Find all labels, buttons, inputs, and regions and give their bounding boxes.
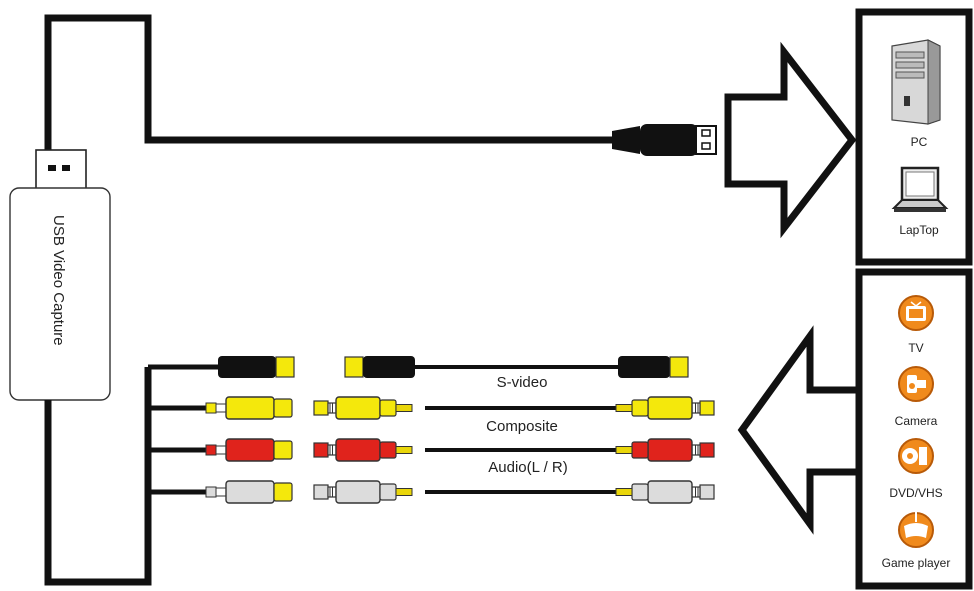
laptop-label: LapTop [899, 223, 939, 237]
device-svideo-plug [218, 356, 295, 378]
audio-label: Audio(L / R) [488, 459, 567, 476]
audio-white-cable [313, 480, 715, 504]
dvd-label: DVD/VHS [889, 486, 942, 500]
device-red-plug [205, 438, 293, 462]
svideo-cable [344, 356, 689, 378]
av-cable-bundle [44, 364, 225, 586]
sources-panel: TV Camera DVD/VHS Game player [855, 268, 973, 590]
dvd-icon [898, 438, 934, 474]
camera-label: Camera [895, 414, 938, 428]
svideo-label: S-video [497, 374, 548, 391]
camera-icon [898, 366, 934, 402]
usb-plug [612, 124, 717, 156]
audio-red-cable [313, 438, 715, 462]
composite-cable [313, 396, 715, 420]
laptop-icon [891, 166, 949, 212]
device-yellow-plug [205, 396, 293, 420]
arrow-from-sources [737, 325, 864, 535]
device-label: USB Video Capture [50, 215, 67, 346]
computer-panel: PC LapTop [855, 8, 973, 266]
composite-label: Composite [486, 418, 558, 435]
device-white-plug [205, 480, 293, 504]
tv-icon [898, 295, 934, 331]
arrow-to-computer [724, 41, 857, 239]
game-controller-icon [898, 512, 934, 548]
pc-label: PC [911, 135, 928, 149]
tv-label: TV [908, 341, 923, 355]
pc-tower-icon [891, 39, 941, 125]
usb-capture-stick: USB Video Capture [9, 149, 111, 401]
game-label: Game player [882, 556, 951, 570]
usb-cable [44, 14, 620, 150]
